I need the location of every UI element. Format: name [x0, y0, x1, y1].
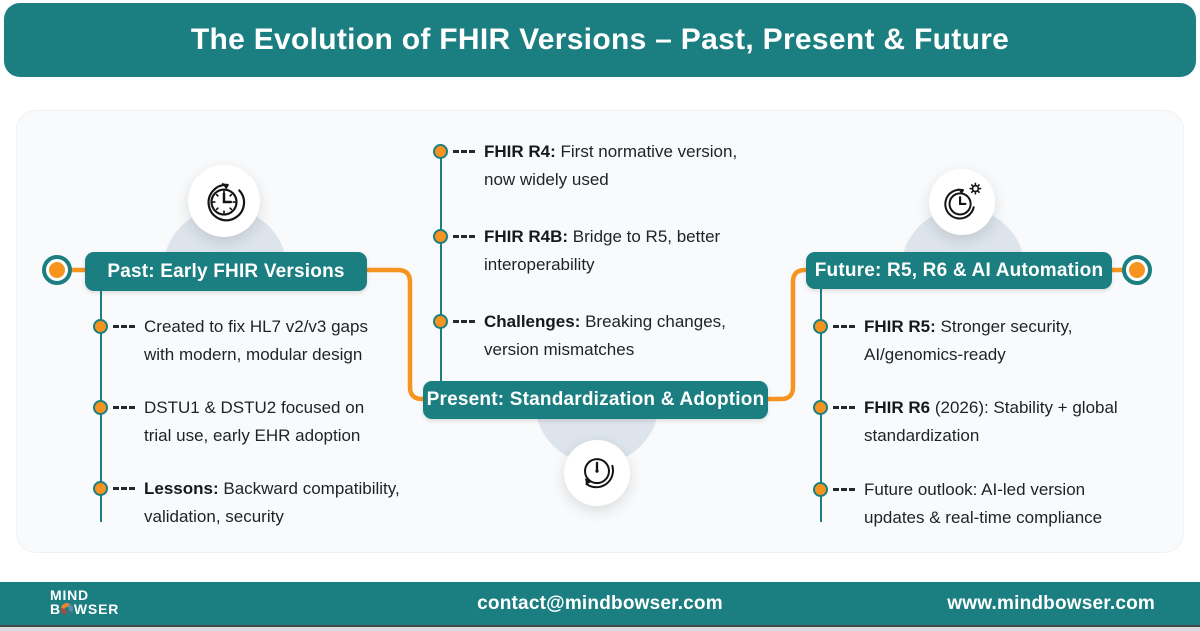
rewind-clock-icon — [199, 176, 249, 226]
timeline-end-node — [1122, 255, 1152, 285]
item-text: FHIR R6 (2026): Stability + global stand… — [864, 398, 1118, 445]
bullet-dash — [453, 150, 475, 153]
automation-clock-gear-icon — [939, 179, 985, 225]
timeline-end-dot — [1129, 262, 1145, 278]
future-icon-medallion — [929, 169, 995, 235]
bullet-dash — [833, 406, 855, 409]
item-text: FHIR R4B: Bridge to R5, better interoper… — [484, 227, 721, 274]
past-icon-medallion — [188, 165, 260, 237]
title-banner: The Evolution of FHIR Versions – Past, P… — [4, 3, 1196, 77]
list-item: FHIR R4: First normative version, now wi… — [433, 138, 737, 194]
contact-email-link[interactable]: contact@mindbowser.com — [477, 593, 723, 614]
item-text: FHIR R4: First normative version, now wi… — [484, 142, 738, 189]
history-clock-icon — [574, 450, 620, 496]
logo-text-bottom-right: WSER — [73, 601, 120, 617]
item-text: DSTU1 & DSTU2 focused on trial use, earl… — [144, 398, 365, 445]
item-text: Created to fix HL7 v2/v3 gaps with moder… — [144, 317, 368, 364]
logo-text-top: MIND — [50, 587, 89, 603]
past-section-label: Past: Early FHIR Versions — [107, 260, 345, 282]
timeline-start-node — [42, 255, 72, 285]
bullet-dot-icon — [93, 481, 108, 496]
item-text: Future outlook: AI-led version updates &… — [864, 480, 1103, 527]
item-text: Lessons: Backward compatibility, validat… — [144, 479, 400, 526]
bullet-dot-icon — [813, 482, 828, 497]
present-stem-line — [440, 149, 442, 383]
item-text: Challenges: Breaking changes, version mi… — [484, 312, 726, 359]
present-icon-medallion — [564, 440, 630, 506]
bullet-dot-icon — [93, 400, 108, 415]
list-item: FHIR R6 (2026): Stability + global stand… — [813, 394, 1118, 450]
bullet-dot-icon — [433, 229, 448, 244]
present-section-pill: Present: Standardization & Adoption — [423, 381, 768, 419]
bottom-edge-line — [0, 625, 1200, 627]
past-section-pill: Past: Early FHIR Versions — [85, 252, 367, 291]
list-item: FHIR R5: Stronger security, AI/genomics-… — [813, 313, 1072, 369]
list-item: Future outlook: AI-led version updates &… — [813, 476, 1102, 532]
future-section-pill: Future: R5, R6 & AI Automation — [806, 252, 1112, 289]
list-item: Lessons: Backward compatibility, validat… — [93, 475, 400, 531]
bullet-dash — [833, 325, 855, 328]
bullet-dot-icon — [813, 400, 828, 415]
list-item: Challenges: Breaking changes, version mi… — [433, 308, 726, 364]
bullet-dash — [113, 406, 135, 409]
page-title: The Evolution of FHIR Versions – Past, P… — [190, 23, 1010, 56]
footer-bar: MIND B WSER contact@mindbowser.com www.m… — [0, 582, 1200, 626]
logo-text-bottom-left: B — [50, 601, 61, 617]
bullet-dash — [113, 487, 135, 490]
mindbowser-logo: MIND B WSER — [50, 588, 119, 616]
website-link[interactable]: www.mindbowser.com — [947, 593, 1155, 614]
bullet-dash — [453, 235, 475, 238]
logo-swirl-icon — [61, 603, 74, 615]
bullet-dash — [453, 320, 475, 323]
timeline-start-dot — [49, 262, 65, 278]
future-section-label: Future: R5, R6 & AI Automation — [814, 259, 1104, 281]
bottom-edge-strip — [0, 627, 1200, 631]
bullet-dot-icon — [433, 144, 448, 159]
item-text: FHIR R5: Stronger security, AI/genomics-… — [864, 317, 1073, 364]
list-item: FHIR R4B: Bridge to R5, better interoper… — [433, 223, 720, 279]
bullet-dot-icon — [433, 314, 448, 329]
bullet-dot-icon — [93, 319, 108, 334]
bullet-dash — [833, 488, 855, 491]
list-item: Created to fix HL7 v2/v3 gaps with moder… — [93, 313, 368, 369]
present-section-label: Present: Standardization & Adoption — [426, 389, 765, 410]
bullet-dash — [113, 325, 135, 328]
bullet-dot-icon — [813, 319, 828, 334]
list-item: DSTU1 & DSTU2 focused on trial use, earl… — [93, 394, 364, 450]
